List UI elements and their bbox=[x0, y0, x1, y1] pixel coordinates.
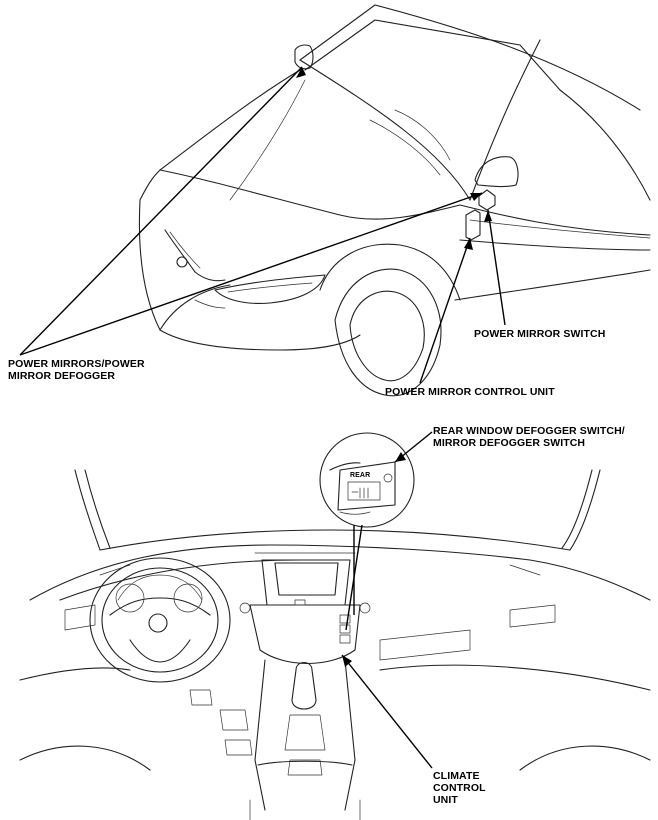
car-exterior bbox=[138, 4, 651, 397]
label-rear-window-defogger-line2: MIRROR DEFOGGER SWITCH bbox=[433, 437, 586, 449]
label-climate-line1: CLIMATE bbox=[433, 770, 480, 782]
label-power-mirrors-line1: POWER MIRRORS/POWER bbox=[8, 358, 145, 370]
label-power-mirror-switch: POWER MIRROR SWITCH bbox=[474, 328, 606, 340]
top-leaders bbox=[19, 66, 506, 384]
label-rear-window-defogger-line1: REAR WINDOW DEFOGGER SWITCH/ bbox=[433, 425, 625, 437]
label-rear-window-defogger-switch: REAR WINDOW DEFOGGER SWITCH/ MIRROR DEFO… bbox=[433, 425, 625, 449]
label-climate-line2: CONTROL bbox=[433, 782, 486, 794]
inset-rear-button-text: REAR bbox=[350, 472, 371, 479]
interior bbox=[19, 469, 651, 820]
switch-inset bbox=[319, 431, 433, 769]
label-power-mirror-control-unit: POWER MIRROR CONTROL UNIT bbox=[385, 386, 555, 398]
label-power-mirrors: POWER MIRRORS/POWER MIRROR DEFOGGER bbox=[8, 358, 145, 382]
label-power-mirrors-line2: MIRROR DEFOGGER bbox=[8, 370, 116, 382]
label-climate-control-unit: CLIMATE CONTROL UNIT bbox=[433, 770, 486, 806]
label-climate-line3: UNIT bbox=[433, 794, 458, 806]
